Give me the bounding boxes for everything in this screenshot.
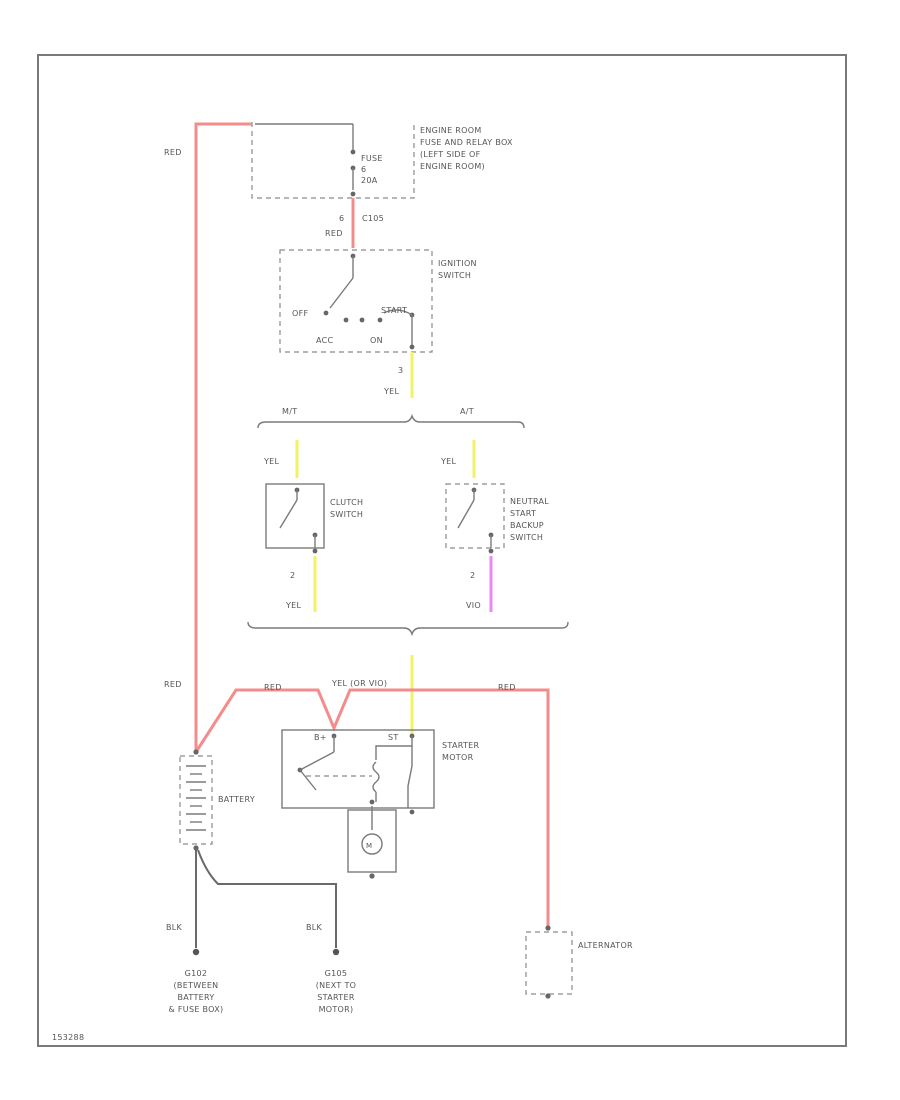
diagram-frame (37, 54, 847, 1047)
wire-label-blk-1: BLK (166, 923, 183, 932)
neutral-start-backup-switch: NEUTRAL START BACKUP SWITCH (445, 483, 549, 554)
fuse-relay-box: FUSE 6 20A ENGINE ROOM FUSE AND RELAY BO… (251, 122, 513, 223)
wire-label-yel-clutch-out: YEL (285, 601, 302, 610)
clutch-switch: CLUTCH SWITCH (265, 483, 363, 554)
svg-text:20A: 20A (361, 176, 378, 185)
svg-text:6: 6 (361, 165, 366, 174)
ground-g102: G102 (BETWEEN BATTERY & FUSE BOX) (169, 948, 224, 1014)
svg-text:SWITCH: SWITCH (438, 271, 471, 280)
svg-text:M: M (366, 842, 372, 850)
battery: BATTERY (179, 749, 255, 851)
connector-id-label: C105 (362, 214, 384, 223)
svg-text:FUSE: FUSE (361, 154, 383, 163)
svg-text:START: START (381, 306, 407, 315)
battery-label: BATTERY (218, 795, 255, 804)
red-wire-battery-to-starter-alternator (194, 688, 550, 928)
connector-pin-label: 6 (339, 214, 344, 223)
starter-motor: B+ ST M STARTER MOTOR (281, 729, 480, 879)
wire-label-yel-clutch-in: YEL (263, 457, 280, 466)
svg-text:ACC: ACC (316, 336, 334, 345)
wire-label-red-alternator: RED (498, 683, 516, 692)
svg-text:ENGINE ROOM: ENGINE ROOM (420, 126, 482, 135)
svg-text:STARTER: STARTER (442, 741, 480, 750)
svg-text:BACKUP: BACKUP (510, 521, 544, 530)
svg-text:ST: ST (388, 733, 399, 742)
wire-label-red: RED (325, 229, 343, 238)
red-wire-battery-to-fuse (194, 122, 252, 752)
wire-label-red-starter: RED (264, 683, 282, 692)
clutch-switch-title: CLUTCH SWITCH (330, 498, 363, 519)
svg-text:B+: B+ (314, 733, 327, 742)
svg-text:(LEFT SIDE OF: (LEFT SIDE OF (420, 150, 481, 159)
svg-text:SWITCH: SWITCH (510, 533, 543, 542)
svg-text:START: START (510, 509, 536, 518)
clutch-pin-label: 2 (290, 571, 295, 580)
svg-text:ENGINE ROOM): ENGINE ROOM) (420, 162, 485, 171)
black-wire-ground-2 (197, 849, 337, 948)
wire-label-vio: VIO (466, 601, 481, 610)
svg-text:M/T: M/T (282, 407, 297, 416)
neutral-switch-title: NEUTRAL START BACKUP SWITCH (510, 497, 549, 542)
fuse-box-title: ENGINE ROOM FUSE AND RELAY BOX (LEFT SID… (420, 126, 513, 171)
diagram-code: 153288 (52, 1033, 84, 1042)
svg-text:BATTERY: BATTERY (177, 993, 214, 1002)
transmission-brace-bottom (247, 621, 569, 637)
alternator-label: ALTERNATOR (578, 941, 633, 950)
transmission-brace-top: M/T A/T (257, 407, 525, 429)
wire-label-blk-2: BLK (306, 923, 323, 932)
wire-label-yel-ignition: YEL (383, 387, 400, 396)
svg-text:CLUTCH: CLUTCH (330, 498, 363, 507)
fuse-label: FUSE 6 20A (361, 154, 383, 185)
wire-label-yel-or-vio: YEL (OR VIO) (331, 679, 387, 688)
svg-text:MOTOR: MOTOR (442, 753, 474, 762)
motor-symbol (361, 833, 383, 855)
svg-text:MOTOR): MOTOR) (319, 1005, 354, 1014)
alternator: ALTERNATOR (525, 925, 633, 999)
wire-label-red-top: RED (164, 148, 182, 157)
svg-text:SWITCH: SWITCH (330, 510, 363, 519)
neutral-pin-label: 2 (470, 571, 475, 580)
svg-text:G102: G102 (185, 969, 208, 978)
svg-text:(BETWEEN: (BETWEEN (174, 981, 219, 990)
svg-text:NEUTRAL: NEUTRAL (510, 497, 549, 506)
starter-motor-title: STARTER MOTOR (442, 741, 480, 762)
ground-g105: G105 (NEXT TO STARTER MOTOR) (316, 948, 357, 1014)
svg-text:& FUSE BOX): & FUSE BOX) (169, 1005, 224, 1014)
svg-text:OFF: OFF (292, 309, 308, 318)
svg-text:IGNITION: IGNITION (438, 259, 477, 268)
wire-label-yel-neutral-in: YEL (440, 457, 457, 466)
svg-text:ON: ON (370, 336, 383, 345)
ignition-pin-label: 3 (398, 366, 403, 375)
wire-label-red-battery: RED (164, 680, 182, 689)
svg-text:A/T: A/T (460, 407, 474, 416)
ignition-switch: OFF ACC ON START IGNITION SWITCH 3 (279, 249, 477, 375)
svg-text:FUSE AND RELAY BOX: FUSE AND RELAY BOX (420, 138, 513, 147)
ignition-switch-title: IGNITION SWITCH (438, 259, 477, 280)
svg-text:G105: G105 (325, 969, 348, 978)
svg-text:(NEXT TO: (NEXT TO (316, 981, 357, 990)
svg-text:STARTER: STARTER (317, 993, 355, 1002)
